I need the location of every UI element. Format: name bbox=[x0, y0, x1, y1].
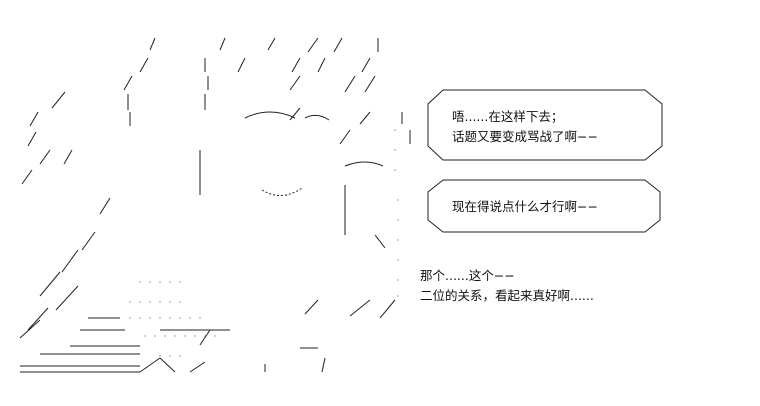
bubble-1-line-1: 唔......在这样下去； bbox=[452, 109, 564, 124]
caption-line-2: 二位的关系，看起来真好啊...... bbox=[420, 288, 594, 303]
character-art bbox=[19, 37, 411, 373]
speech-bubble-1-frame bbox=[427, 89, 663, 161]
caption-line-1: 那个......这个−− bbox=[420, 268, 515, 283]
dot-shading bbox=[129, 129, 399, 357]
bubble-2-line-1: 现在得说点什么才行啊−− bbox=[452, 199, 598, 214]
speech-bubble-2-frame bbox=[427, 179, 661, 233]
bubble-1-line-2: 话题又要变成骂战了啊−− bbox=[452, 129, 598, 144]
eye-details bbox=[244, 111, 384, 196]
